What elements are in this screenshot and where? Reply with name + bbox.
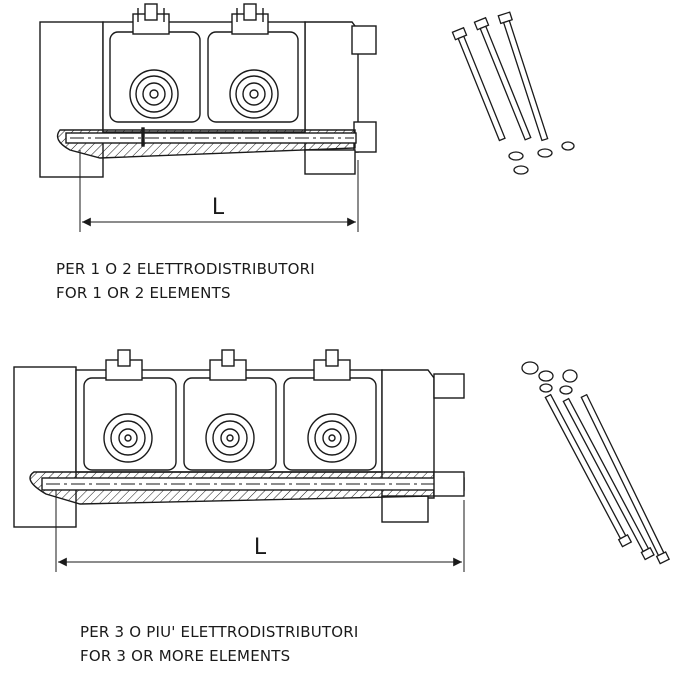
- coil-4: [183, 349, 277, 471]
- tie-rod-1: [65, 132, 357, 144]
- end-plate-left-2: [13, 366, 77, 528]
- dimension-label-1: L: [212, 195, 225, 220]
- assembly-three-elements: [13, 349, 465, 572]
- caption-three-elements: PER 3 O PIU' ELETTRODISTRIBUTORI FOR 3 O…: [80, 620, 359, 668]
- dimension-label-2: L: [254, 535, 267, 560]
- coil-3: [83, 349, 177, 471]
- nut-4: [513, 165, 529, 175]
- nut-3: [561, 141, 575, 151]
- nut-2: [537, 148, 553, 158]
- tie-rods-kit-1: [451, 11, 575, 175]
- assembly-two-elements: [39, 3, 377, 232]
- nut-6: [538, 370, 554, 382]
- nut-right-1: [353, 121, 377, 153]
- nut-1: [508, 151, 524, 161]
- coil-2: [207, 3, 299, 123]
- coil-1: [109, 3, 201, 123]
- caption-english: FOR 1 OR 2 ELEMENTS: [56, 284, 231, 302]
- nut-8: [539, 383, 553, 393]
- nut-9: [559, 385, 573, 395]
- tie-rods-kit-2: [521, 361, 671, 565]
- nut-right-2: [433, 471, 465, 497]
- caption-two-elements: PER 1 O 2 ELETTRODISTRIBUTORI FOR 1 OR 2…: [56, 257, 315, 305]
- caption-italian: PER 3 O PIU' ELETTRODISTRIBUTORI: [80, 623, 359, 641]
- nut-5: [521, 361, 539, 375]
- coil-5: [283, 349, 377, 471]
- nut-7: [562, 369, 578, 383]
- caption-english: FOR 3 OR MORE ELEMENTS: [80, 647, 291, 665]
- caption-italian: PER 1 O 2 ELETTRODISTRIBUTORI: [56, 260, 315, 278]
